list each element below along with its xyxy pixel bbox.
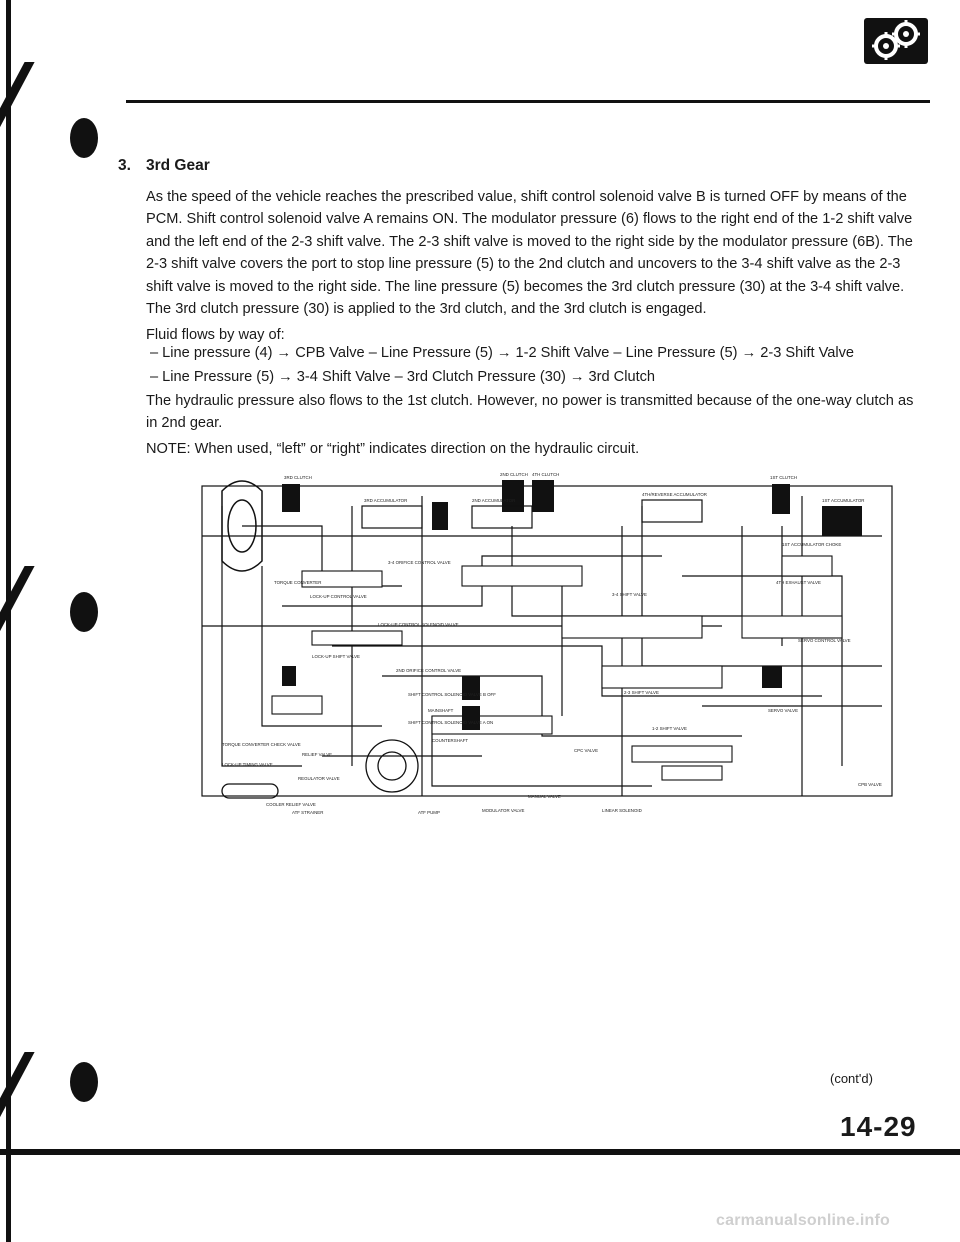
label-second-clutch: 2ND CLUTCH [500,472,528,477]
label-lockup-shift-valve: LOCK-UP SHIFT VALVE [312,654,360,659]
label-first-clutch: 1ST CLUTCH [770,475,797,480]
label-relief-valve: RELIEF VALVE [302,752,332,757]
label-countershaft: COUNTERSHAFT [432,738,468,743]
section-title: 3rd Gear [146,157,210,174]
hydraulic-circuit-diagram: 3RD CLUTCH 2ND CLUTCH 4TH CLUTCH 1ST CLU… [201,472,893,815]
label-fourth-reverse-accumulator: 4TH/REVERSE ACCUMULATOR [642,492,707,497]
label-shift-solenoid-a: SHIFT CONTROL SOLENOID VALVE A ON [408,720,493,725]
continued-label: (cont'd) [830,1071,873,1086]
label-lockup-timing: LOCK-UP TIMING VALVE [222,762,273,767]
label-third-accumulator: 3RD ACCUMULATOR [364,498,407,503]
label-fourth-exhaust-valve: 4TH EXHAUST VALVE [776,580,821,585]
note-text: NOTE: When used, “left” or “right” indic… [146,441,640,457]
label-torque-converter: TORQUE CONVERTER [274,580,321,585]
label-shift-solenoid-b: SHIFT CONTROL SOLENOID VALVE B OFF [408,692,496,697]
section-heading: 3. 3rd Gear [118,157,210,175]
label-second-orifice: 2ND ORIFICE CONTROL VALVE [396,668,461,673]
label-atf-pump: ATF PUMP [418,810,440,815]
header-rule [126,100,930,103]
section-number: 3. [118,157,131,174]
label-third-clutch: 3RD CLUTCH [284,475,312,480]
label-manual-valve: MANUAL VALVE [528,794,561,799]
label-linear-solenoid: LINEAR SOLENOID [602,808,642,813]
label-torque-converter-check: TORQUE CONVERTER CHECK VALVE [222,742,301,747]
flow-line-1: – Line pressure (4) → CPB Valve – Line P… [150,345,855,361]
label-atf-strainer: ATF STRAINER [292,810,323,815]
label-servo-valve: SERVO VALVE [768,708,798,713]
page-number: 14-29 [840,1111,917,1142]
label-cpc-valve: CPC VALVE [574,748,598,753]
label-lockup-control-valve: LOCK-UP CONTROL VALVE [310,594,367,599]
label-mainshaft: MAINSHAFT [428,708,454,713]
flow-line-2: – Line Pressure (5) → 3-4 Shift Valve – … [150,369,656,385]
label-first-accumulator: 1ST ACCUMULATOR [822,498,864,503]
label-lockup-control-solenoid: LOCK-UP CONTROL SOLENOID VALVE [378,622,459,627]
label-one-two-shift: 1-2 SHIFT VALVE [652,726,687,731]
label-three-four-orifice: 3-4 ORIFICE CONTROL VALVE [388,560,451,565]
label-regulator-valve: REGULATOR VALVE [298,776,340,781]
label-second-accumulator: 2ND ACCUMULATOR [472,498,515,503]
flow-intro: Fluid flows by way of: [146,327,285,343]
binding-hole-top [70,118,98,158]
gearbox-icon [864,18,928,64]
paragraph-shift-description: As the speed of the vehicle reaches the … [146,189,913,318]
label-two-three-shift: 2-3 SHIFT VALVE [624,690,659,695]
label-cooler-relief: COOLER RELIEF VALVE [266,802,316,807]
paragraph-first-clutch: The hydraulic pressure also flows to the… [146,393,914,432]
label-three-four-shift: 3-4 SHIFT VALVE [612,592,647,597]
torque-converter-shape [221,480,263,572]
label-cpb-valve: CPB VALVE [858,782,882,787]
label-first-accumulator-choke: 1ST ACCUMULATOR CHOKE [782,542,841,547]
binding-edge [6,0,11,1242]
label-servo-control-valve: SERVO CONTROL VALVE [798,638,851,643]
label-modulator-valve: MODULATOR VALVE [482,808,524,813]
binding-hole-bottom [70,1062,98,1102]
footer-rule [0,1149,960,1155]
binding-hole-middle [70,592,98,632]
label-fourth-clutch: 4TH CLUTCH [532,472,559,477]
watermark-text: carmanualsonline.info [716,1212,891,1229]
